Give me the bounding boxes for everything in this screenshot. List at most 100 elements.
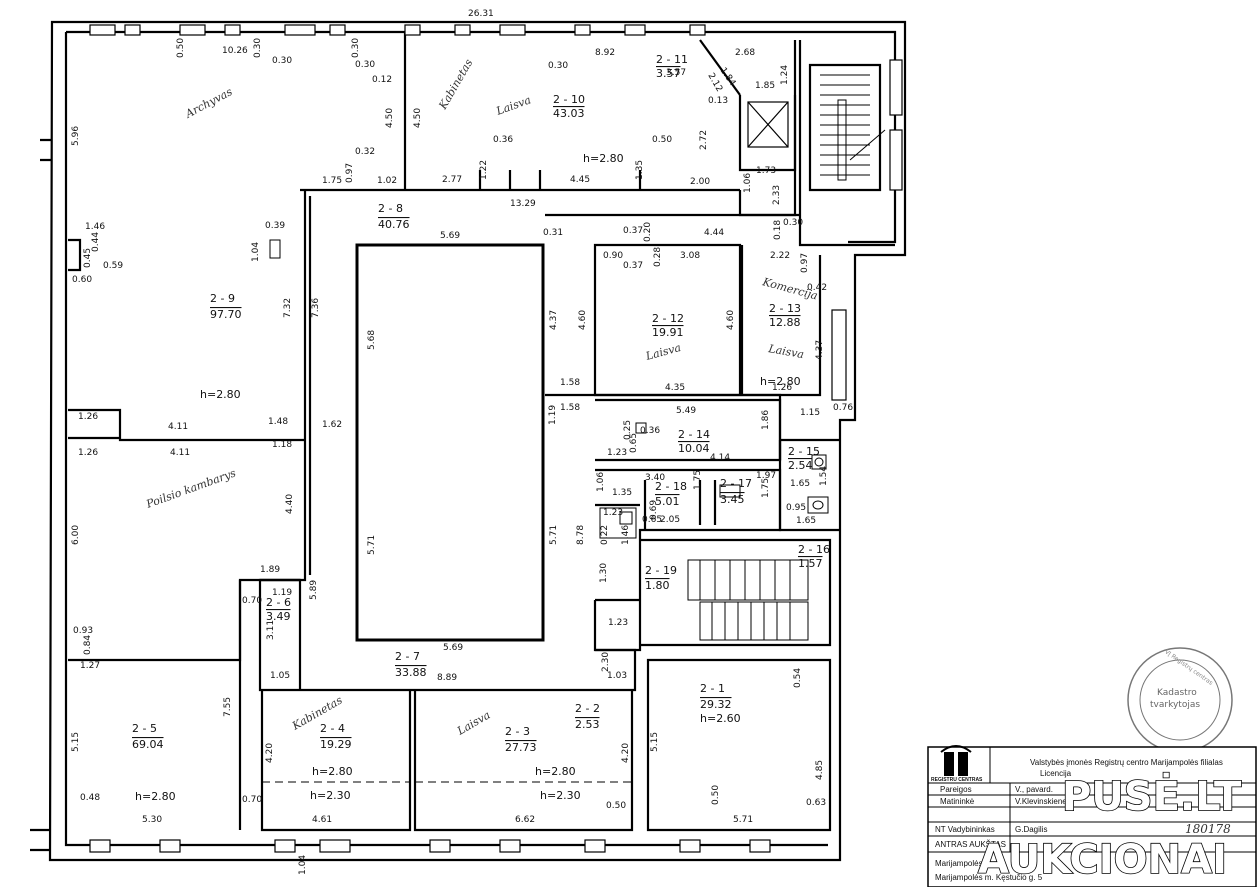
title-block: REGISTRU CENTRAS Valstybės įmonės Regist… bbox=[927, 745, 1257, 887]
dimension-label: 4.44 bbox=[704, 228, 724, 238]
dimension-label: 4.20 bbox=[621, 743, 631, 763]
dimension-label: 1.89 bbox=[260, 565, 280, 575]
dimension-left: 0.93 bbox=[73, 626, 93, 636]
room-height: h=2.60 bbox=[700, 712, 741, 725]
row-label-1: Pareigos bbox=[940, 785, 972, 794]
room-area: 29.32 bbox=[700, 698, 732, 711]
dimension-label: 1.35 bbox=[635, 160, 645, 180]
row-label-4: ANTRAS AUKŠTAS bbox=[935, 840, 1006, 849]
dimension-label: 0.37 bbox=[623, 261, 643, 271]
room-area: 2.53 bbox=[575, 718, 600, 731]
room-height: h=2.80 bbox=[760, 375, 801, 388]
dimension-label: 1.06 bbox=[596, 472, 606, 492]
dimension-label: 1.23 bbox=[603, 508, 623, 518]
room-area: 1.80 bbox=[645, 579, 670, 592]
row-value-3: G.Dagilis bbox=[1015, 825, 1047, 834]
dimension-overall-width: 26.31 bbox=[468, 9, 494, 19]
room-id: 2 - 14 bbox=[678, 428, 710, 441]
dimension-label: 1.86 bbox=[761, 410, 771, 430]
room-id: 2 - 13 bbox=[769, 302, 801, 315]
dimension-label: 0.13 bbox=[708, 96, 728, 106]
dimension-left: 0.44 bbox=[91, 232, 101, 252]
dimension-label: 0.31 bbox=[543, 228, 563, 238]
dimension-left: 1.46 bbox=[85, 222, 105, 232]
room-id: 2 - 12 bbox=[652, 312, 684, 325]
dimension-label: 0.54 bbox=[793, 668, 803, 688]
dimension-label: 0.50 bbox=[652, 135, 672, 145]
dimension-label: 1.30 bbox=[599, 563, 609, 583]
dimension-label: 1.19 bbox=[548, 405, 558, 425]
room-height-secondary: h=2.30 bbox=[540, 789, 581, 802]
dimension-label: 4.60 bbox=[578, 310, 588, 330]
dimension-label: 1.02 bbox=[377, 176, 397, 186]
cadastre-stamp: Kadastro tvarkytojas VĮ Registrų centras bbox=[1127, 647, 1233, 753]
room-height-secondary: h=2.30 bbox=[310, 789, 351, 802]
room-height: h=2.80 bbox=[135, 790, 176, 803]
dimension-label: 3.40 bbox=[645, 473, 665, 483]
dimension-left: 1.26 bbox=[78, 412, 98, 422]
dimension-left: 0.48 bbox=[80, 793, 100, 803]
dimension-label: 1.03 bbox=[607, 671, 627, 681]
dimension-label: 4.35 bbox=[665, 383, 685, 393]
dimension-left: 0.45 bbox=[83, 248, 93, 268]
walls bbox=[30, 20, 907, 862]
dimension-label: 5.49 bbox=[676, 406, 696, 416]
room-id: 2 - 11 bbox=[656, 53, 688, 66]
dimension-label: 4.40 bbox=[285, 494, 295, 514]
org-line-2: Licencija bbox=[1040, 769, 1072, 778]
dimension-label: 0.12 bbox=[372, 75, 392, 85]
dimension-label: 0.50 bbox=[606, 801, 626, 811]
dimension-label: 4.50 bbox=[385, 108, 395, 128]
dimension-label: 3.08 bbox=[680, 251, 700, 261]
dimension-label: 1.35 bbox=[612, 488, 632, 498]
dimension-label: 1.65 bbox=[796, 516, 816, 526]
dimension-left: 5.96 bbox=[71, 126, 81, 146]
room-area: 69.04 bbox=[132, 738, 164, 751]
dimension-left: 0.59 bbox=[103, 261, 123, 271]
dimension-label: 1.04 bbox=[251, 242, 261, 262]
room-height: h=2.80 bbox=[200, 388, 241, 401]
dimension-label: 5.69 bbox=[440, 231, 460, 241]
watermark-line-2: AUKCIONAI bbox=[978, 837, 1227, 883]
dimension-label: 8.89 bbox=[437, 673, 457, 683]
room-area: 3.57 bbox=[656, 67, 681, 80]
dimension-label: 4.50 bbox=[413, 108, 423, 128]
dimension-label: 0.18 bbox=[773, 220, 783, 240]
room-area: 1.57 bbox=[798, 557, 823, 570]
dimension-left: 5.15 bbox=[71, 732, 81, 752]
dimension-left: 6.00 bbox=[71, 525, 81, 545]
dimension-label: 4.37 bbox=[549, 310, 559, 330]
dimension-left: 1.26 bbox=[78, 448, 98, 458]
row-value-2: V.Klevinskiene bbox=[1015, 797, 1067, 806]
dimension-label: 0.90 bbox=[603, 251, 623, 261]
room-area: 5.01 bbox=[655, 495, 680, 508]
room-area: 19.29 bbox=[320, 738, 352, 751]
watermark: PUSĖ.LT AUKCIONAI bbox=[977, 771, 1243, 884]
dimension-label: 4.11 bbox=[170, 448, 190, 458]
dimension-label: 5.69 bbox=[443, 643, 463, 653]
dimension-label: 1.06 bbox=[743, 173, 753, 193]
dimension-label: 1.26 bbox=[772, 383, 792, 393]
dimension-label: 2.77 bbox=[442, 175, 462, 185]
room-height: h=2.80 bbox=[312, 765, 353, 778]
room-area: 12.88 bbox=[769, 316, 801, 329]
dimension-top: 0.30 bbox=[351, 38, 361, 58]
dimension-label: 4.85 bbox=[815, 760, 825, 780]
address-line-1: Marijampolės bbox=[935, 859, 983, 868]
room-id: 2 - 18 bbox=[655, 480, 687, 493]
dimension-label: 5.15 bbox=[650, 732, 660, 752]
room-area: 19.91 bbox=[652, 326, 684, 339]
dimension-top: 2.68 bbox=[735, 48, 755, 58]
dimension-label: 1.65 bbox=[790, 479, 810, 489]
room-id: 2 - 2 bbox=[575, 702, 600, 715]
stamp-line-2: tvarkytojas bbox=[1150, 700, 1200, 710]
dimension-label: 8.78 bbox=[576, 525, 586, 545]
dimension-top: 0.30 bbox=[355, 60, 375, 70]
dimension-label: 0.25 bbox=[623, 420, 633, 440]
dimension-top: 0.30 bbox=[253, 38, 263, 58]
dimension-top: 10.26 bbox=[222, 46, 248, 56]
dimension-left: 0.70 bbox=[242, 795, 262, 805]
dimension-label: 2.00 bbox=[690, 177, 710, 187]
dimension-label: 0.39 bbox=[265, 221, 285, 231]
handwritten-note: Archyvas bbox=[182, 85, 234, 121]
